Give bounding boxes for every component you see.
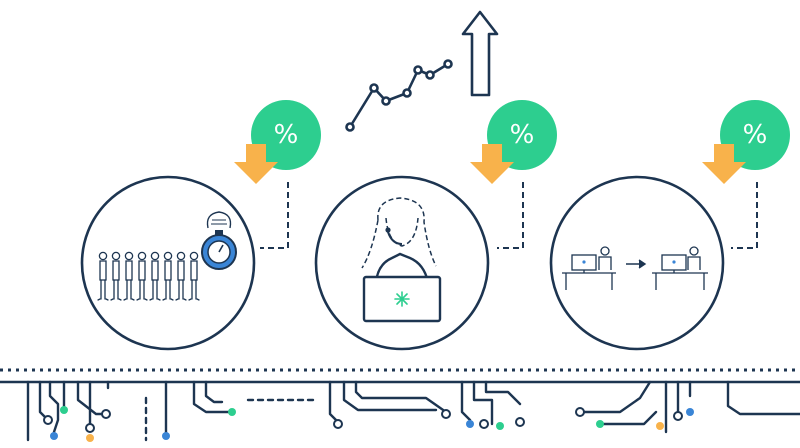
percent-label: % xyxy=(743,120,768,150)
circuit-nodes xyxy=(43,406,694,442)
agent-body xyxy=(374,252,430,283)
workstation-left xyxy=(562,246,616,290)
down-arrow-icon xyxy=(470,144,514,184)
workstation-right xyxy=(652,246,708,290)
transfer-arrow-icon xyxy=(626,259,647,269)
rising-line-chart-icon xyxy=(345,59,453,132)
workstation-transfer-icon xyxy=(562,246,708,290)
circuit-board-traces xyxy=(0,368,800,442)
agent-hair xyxy=(361,197,437,269)
transfer-circle xyxy=(549,175,725,351)
people-queue-with-stopwatch-icon xyxy=(97,211,237,301)
dashed-connector xyxy=(260,182,758,249)
support-agent-with-laptop-icon xyxy=(361,197,442,323)
people-queue xyxy=(97,251,200,301)
headset-icon xyxy=(387,231,403,245)
percent-badge-3: % xyxy=(720,100,790,170)
down-arrow-icon xyxy=(234,144,278,184)
percent-badge-1: % xyxy=(251,100,321,170)
percent-badge-2: % xyxy=(487,100,557,170)
up-arrow-icon xyxy=(461,10,499,97)
stopwatch-icon xyxy=(201,211,237,270)
percent-label: % xyxy=(274,120,299,150)
percent-label: % xyxy=(510,120,535,150)
down-arrow-icon xyxy=(702,144,746,184)
laptop-logo-icon xyxy=(394,291,410,307)
